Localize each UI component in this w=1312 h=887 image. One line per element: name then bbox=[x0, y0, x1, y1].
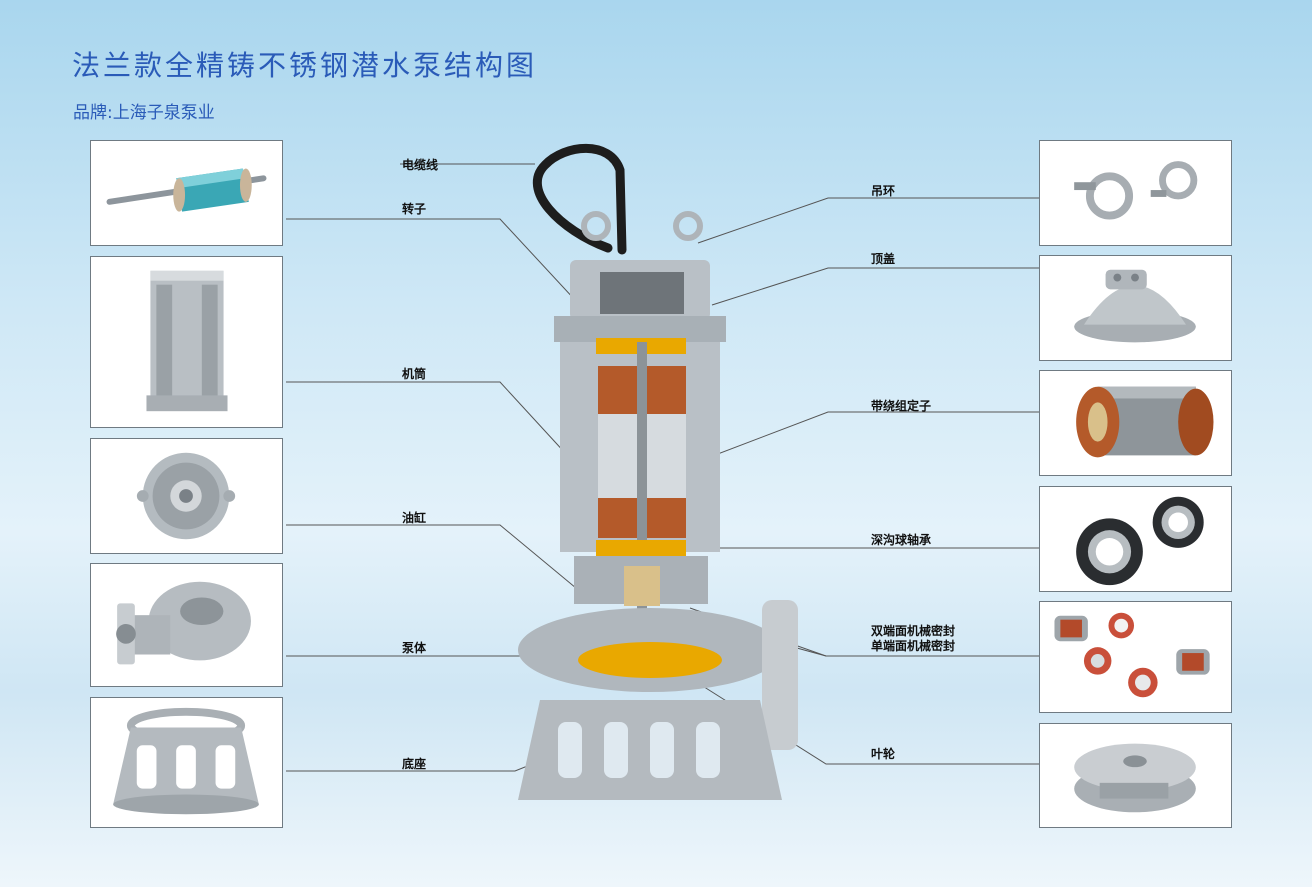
label-double-mechanical-seal: 双端面机械密封 bbox=[871, 624, 956, 638]
label-base-stand: 底座 bbox=[402, 757, 427, 771]
oil-chamber-thumbnail bbox=[90, 438, 283, 554]
lifting-eye bbox=[581, 211, 611, 241]
label-motor-casing: 机筒 bbox=[402, 367, 427, 381]
top-cover-thumbnail bbox=[1039, 255, 1232, 361]
pump-body-icon bbox=[116, 581, 251, 665]
label-lifting-eye-bolt: 吊环 bbox=[871, 184, 896, 198]
outlet-flange bbox=[762, 600, 798, 750]
label-pump-body: 泵体 bbox=[402, 641, 427, 655]
lifting-eye-bolt-thumbnail bbox=[1039, 140, 1232, 246]
shaft bbox=[637, 342, 647, 662]
impeller bbox=[578, 642, 722, 678]
motor-casing-thumbnail bbox=[90, 256, 283, 428]
label-cable: 电缆线 bbox=[402, 158, 439, 172]
wound-stator-thumbnail bbox=[1039, 370, 1232, 476]
lifting-eye-bolt-icon bbox=[1074, 161, 1198, 220]
top-cover bbox=[554, 316, 726, 342]
top-cover-icon bbox=[1074, 269, 1196, 343]
brand-label: 品牌:上海子泉泵业 bbox=[73, 103, 215, 123]
rotor-icon bbox=[106, 168, 267, 212]
label-wound-stator: 带绕组定子 bbox=[871, 399, 932, 413]
power-cable bbox=[533, 143, 627, 255]
mechanical-seal-icon bbox=[1054, 612, 1210, 698]
wound-stator-icon bbox=[1076, 386, 1214, 458]
label-ball-bearing: 深沟球轴承 bbox=[871, 533, 932, 547]
pump-cutaway-diagram bbox=[518, 143, 798, 800]
rotor-thumbnail bbox=[90, 140, 283, 246]
label-impeller: 叶轮 bbox=[871, 747, 896, 761]
mechanical-seal-thumbnail bbox=[1039, 601, 1232, 713]
impeller-icon bbox=[1074, 743, 1196, 813]
label-rotor: 转子 bbox=[402, 202, 427, 216]
deep-groove-ball-bearing-icon bbox=[1076, 496, 1204, 586]
deep-groove-ball-bearing-thumbnail bbox=[1039, 486, 1232, 592]
pump-body-thumbnail bbox=[90, 563, 283, 687]
base-stand-icon bbox=[113, 707, 259, 815]
label-single-mechanical-seal: 单端面机械密封 bbox=[871, 639, 956, 653]
label-top-cover: 顶盖 bbox=[871, 252, 896, 266]
impeller-thumbnail bbox=[1039, 723, 1232, 828]
base-stand-thumbnail bbox=[90, 697, 283, 828]
lifting-eye bbox=[673, 211, 703, 241]
label-oil-chamber: 油缸 bbox=[402, 511, 427, 525]
motor-casing-icon bbox=[146, 270, 228, 412]
page-title: 法兰款全精铸不锈钢潜水泵结构图 bbox=[72, 49, 538, 82]
oil-chamber-icon bbox=[136, 452, 236, 540]
lower-bearing bbox=[596, 540, 686, 556]
